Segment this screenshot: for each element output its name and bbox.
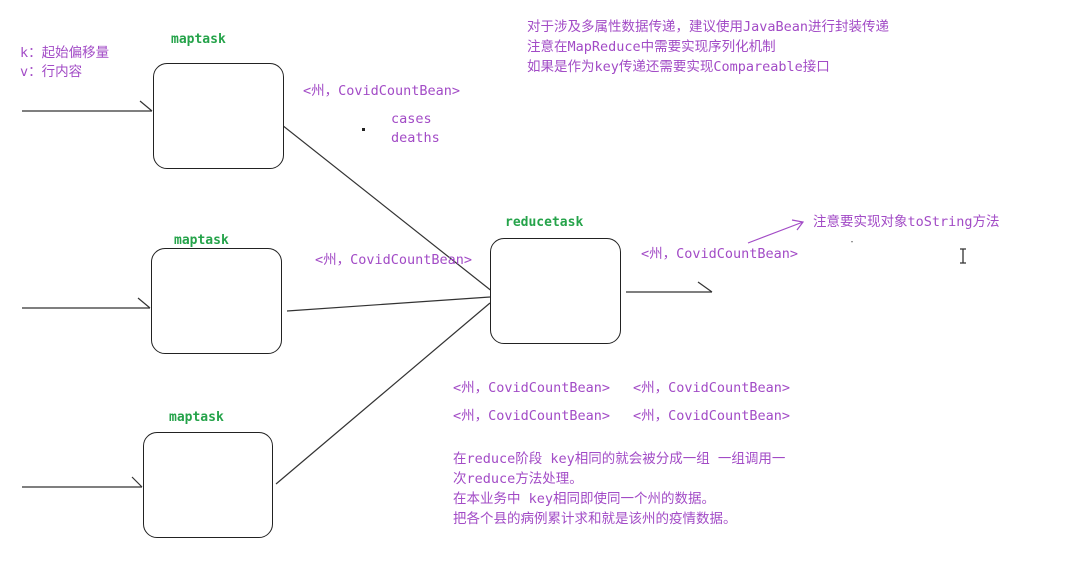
reducetask-box [490,238,621,344]
mark-dot-small [851,241,853,243]
reduce-note-line-4: 把各个县的病例累计求和就是该州的疫情数据。 [453,511,737,527]
grouped-pair-1b: <州，CovidCountBean> [633,380,791,396]
reduce-note-line-2: 次reduce方法处理。 [453,471,583,487]
javabean-note: 对于涉及多属性数据传递，建议使用JavaBean进行封装传递 [527,19,890,35]
map1-to-reduce-line [281,124,499,297]
maptask-box-1 [153,63,284,169]
reducetask-label: reducetask [505,215,584,230]
key-legend: k：起始偏移量 [20,45,110,61]
tostring-note: 注意要实现对象toString方法 [813,214,1000,230]
value-legend: v：行内容 [20,64,83,80]
map-output-label-2: <州，CovidCountBean> [315,252,473,268]
map3-to-reduce-line [275,302,491,485]
reduce-output-label: <州，CovidCountBean> [641,246,799,262]
bean-field-deaths: deaths [391,130,440,146]
maptask-label-3: maptask [169,410,224,425]
maptask-label-1: maptask [171,32,226,47]
reduce-output-arrow [626,281,713,293]
grouped-pair-2b: <州，CovidCountBean> [633,408,791,424]
reduce-note-line-1: 在reduce阶段 key相同的就会被分成一组 一组调用一 [453,451,786,467]
input-arrow-1 [22,100,153,112]
tostring-pointer-arrow [747,219,805,244]
maptask-box-2 [151,248,282,354]
maptask-box-3 [143,432,273,538]
grouped-pair-2a: <州，CovidCountBean> [453,408,611,424]
mark-dot [362,128,365,131]
text-cursor-icon [960,248,966,264]
bean-field-cases: cases [391,111,432,127]
input-arrow-2 [22,297,151,309]
map-output-label-1: <州，CovidCountBean> [303,83,461,99]
maptask-label-2: maptask [174,233,229,248]
comparable-note: 如果是作为key传递还需要实现Compareable接口 [527,59,830,75]
grouped-pair-1a: <州，CovidCountBean> [453,380,611,396]
serialization-note: 注意在MapReduce中需要实现序列化机制 [527,39,776,55]
input-arrow-3 [22,476,143,488]
reduce-note-line-3: 在本业务中 key相同即使同一个州的数据。 [453,491,716,507]
map2-to-reduce-line [286,296,491,312]
